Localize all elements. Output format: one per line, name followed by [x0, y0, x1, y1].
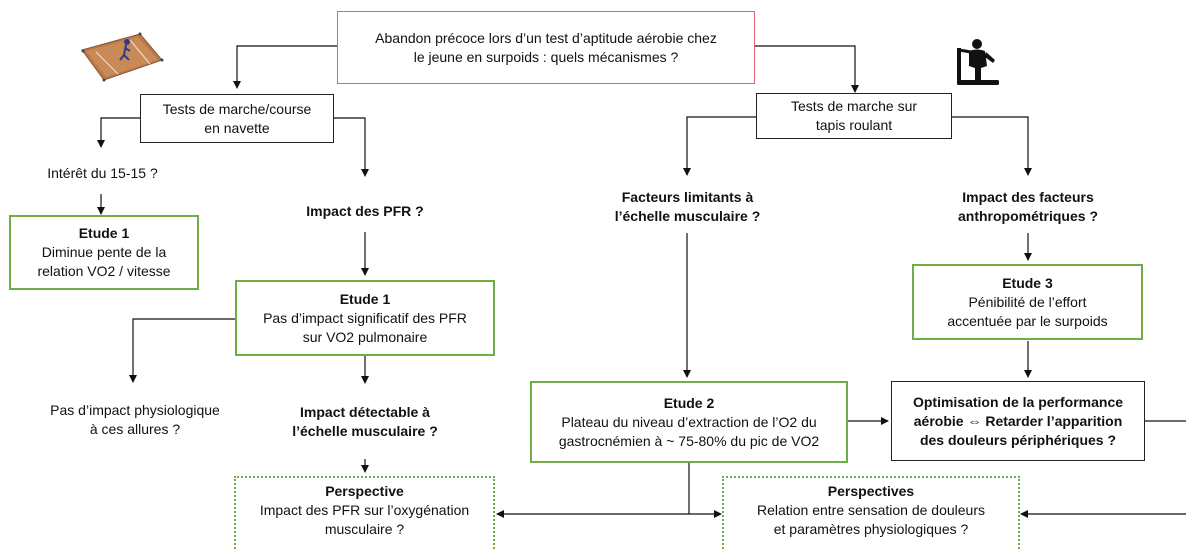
shuttle-test-line-1: Tests de marche/course — [162, 100, 312, 117]
title-line-1: Abandon précoce lors d’un test d’aptitud… — [375, 29, 717, 46]
shuttle-run-track-icon — [78, 30, 164, 86]
facteurs-limitants-line-2: l’échelle musculaire ? — [614, 208, 761, 224]
impact-pfr-text: Impact des PFR ? — [306, 202, 424, 219]
perspective-left-line-2: musculaire ? — [324, 521, 405, 537]
etude2-line-2: gastrocnémien à ~ 75-80% du pic de VO2 — [558, 432, 820, 449]
perspectives-right-line-1: Relation entre sensation de douleurs — [756, 502, 986, 518]
etude3-heading: Etude 3 — [1002, 274, 1053, 291]
arrow-left-to-impact-pfr — [334, 117, 369, 177]
arrow-title-to-left — [233, 45, 337, 89]
optimisation-line-1: Optimisation de la performance — [912, 393, 1124, 410]
impact-facteurs-line-1: Impact des facteurs — [962, 189, 1094, 205]
arrow-left-to-interet — [97, 117, 140, 148]
optimisation-line-2: aérobie ⇔ Retarder l’apparition — [913, 412, 1123, 429]
title-line-2: le jeune en surpoids : quels mécanismes … — [413, 48, 679, 65]
interet-text: Intérêt du 15-15 ? — [47, 164, 158, 181]
etude3-box: Etude 3 Pénibilité de l’effort accentuée… — [912, 264, 1143, 340]
interet-15-15-label: Intérêt du 15-15 ? — [20, 160, 185, 186]
treadmill-test-line-1: Tests de marche sur — [790, 98, 918, 114]
diagram-title-box: Abandon précoce lors d’un test d’aptitud… — [337, 11, 755, 84]
etude3-line-1: Pénibilité de l’effort — [968, 293, 1087, 310]
impact-detectable-question: Impact détectable à l’échelle musculaire… — [270, 398, 460, 446]
pas-impact-line-2: à ces allures ? — [89, 421, 181, 437]
arrow-etude1-to-pas-impact — [129, 318, 235, 383]
etude1-center-line-1: Pas d’impact significatif des PFR — [263, 309, 467, 326]
arrow-right-to-impact — [952, 116, 1032, 176]
arrow-right-to-facteurs — [683, 116, 756, 176]
impact-detectable-line-2: l’échelle musculaire ? — [292, 423, 438, 439]
pas-impact-line-1: Pas d’impact physiologique — [50, 402, 220, 418]
etude2-heading: Etude 2 — [663, 394, 715, 411]
etude1-center-box: Etude 1 Pas d’impact significatif des PF… — [235, 280, 495, 356]
treadmill-test-box: Tests de marche sur tapis roulant — [756, 93, 952, 139]
perspective-left-heading: Perspective — [325, 483, 404, 499]
shuttle-test-line-2: en navette — [204, 119, 270, 136]
shuttle-test-box: Tests de marche/course en navette — [140, 94, 334, 143]
perspective-left-box: Perspective Impact des PFR sur l’oxygéna… — [234, 476, 495, 549]
optimisation-line-3: des douleurs périphériques ? — [919, 431, 1117, 448]
facteurs-limitants-question: Facteurs limitants à l’échelle musculair… — [590, 184, 785, 230]
etude1-center-heading: Etude 1 — [339, 290, 391, 307]
impact-pfr-question: Impact des PFR ? — [285, 198, 445, 224]
etude1-left-line-2: relation VO2 / vitesse — [37, 263, 171, 279]
impact-facteurs-line-2: anthropométriques ? — [957, 208, 1098, 224]
etude1-left-heading: Etude 1 — [78, 225, 130, 241]
arrow-title-to-right — [755, 45, 859, 93]
etude2-box: Etude 2 Plateau du niveau d’extraction d… — [530, 381, 848, 463]
impact-detectable-line-1: Impact détectable à — [300, 404, 430, 420]
etude1-center-line-2: sur VO2 pulmonaire — [302, 328, 428, 345]
impact-facteurs-question: Impact des facteurs anthropométriques ? — [930, 184, 1126, 230]
etude3-line-2: accentuée par le surpoids — [947, 312, 1108, 329]
perspectives-right-heading: Perspectives — [827, 483, 915, 499]
etude1-left-box: Etude 1 Diminue pente de la relation VO2… — [9, 215, 199, 290]
perspective-left-line-1: Impact des PFR sur l’oxygénation — [259, 502, 470, 518]
etude2-line-1: Plateau du niveau d’extraction de l’O2 d… — [561, 413, 817, 430]
treadmill-icon — [955, 38, 1001, 86]
etude1-left-line-1: Diminue pente de la — [41, 244, 167, 260]
treadmill-test-line-2: tapis roulant — [815, 117, 893, 133]
perspectives-right-box: Perspectives Relation entre sensation de… — [722, 476, 1020, 549]
facteurs-limitants-line-1: Facteurs limitants à — [621, 189, 754, 205]
optimisation-box: Optimisation de la performance aérobie ⇔… — [891, 381, 1145, 461]
perspectives-right-line-2: et paramètres physiologiques ? — [773, 521, 969, 537]
pas-impact-question: Pas d’impact physiologique à ces allures… — [25, 398, 245, 442]
